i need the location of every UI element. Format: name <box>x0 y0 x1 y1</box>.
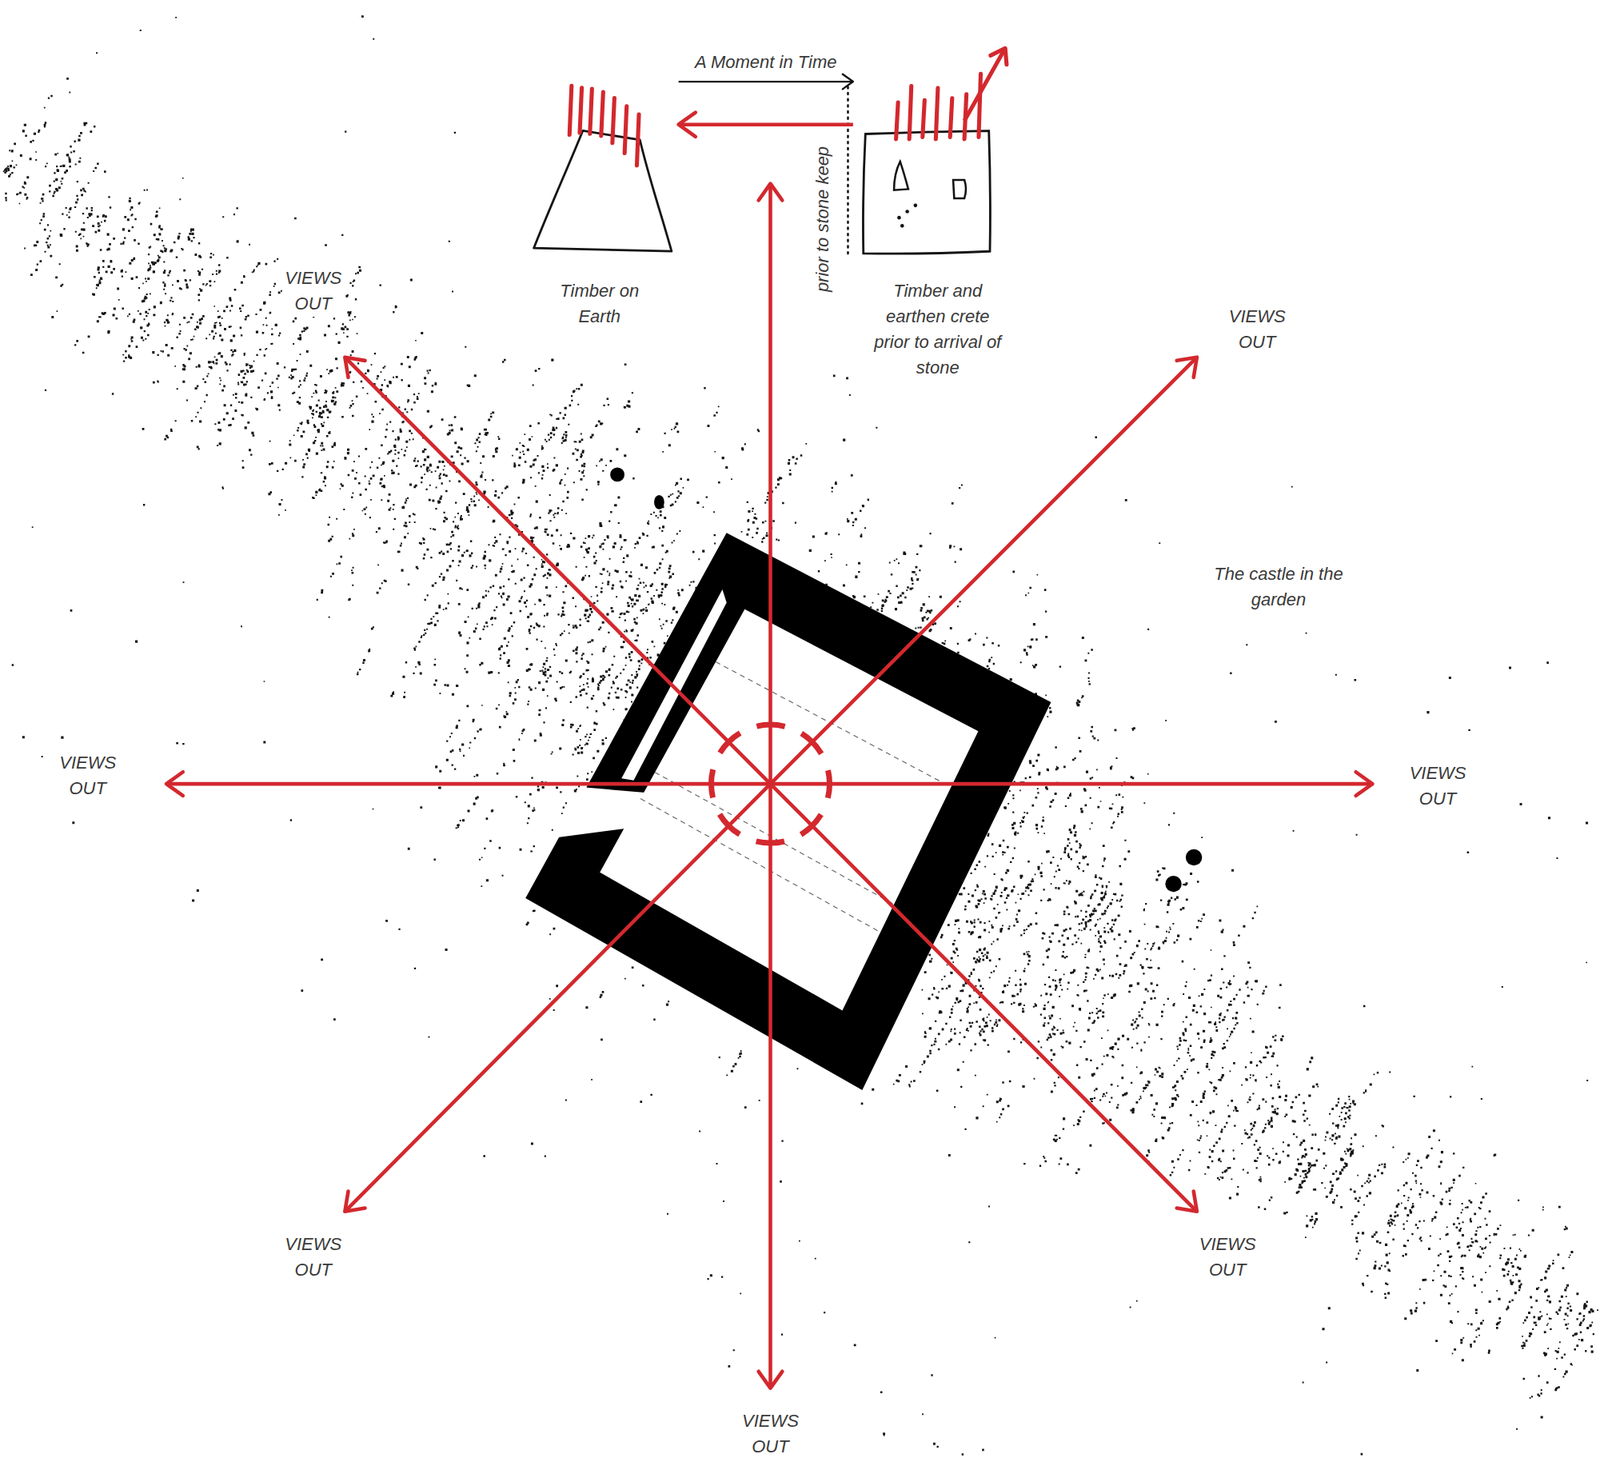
wall-opening <box>559 788 644 836</box>
connector <box>678 80 854 83</box>
hidden-line <box>715 662 951 788</box>
timber-post <box>922 99 926 137</box>
timber-post <box>964 93 967 139</box>
title-note: The castle in the garden <box>1196 561 1361 613</box>
point-cloud <box>3 15 1599 1455</box>
arrow-head <box>1177 357 1198 378</box>
label-anchor: VIEWS OUT <box>1407 760 1469 812</box>
post-hole <box>1165 875 1182 892</box>
view-label: VIEWS OUT <box>739 1408 802 1460</box>
timber-post <box>909 85 912 139</box>
opening-symbol <box>953 179 966 199</box>
arrow-head <box>678 112 696 137</box>
view-label: VIEWS OUT <box>282 265 344 317</box>
arrow-head <box>758 1371 783 1389</box>
mound-outline <box>533 130 671 252</box>
connector <box>678 122 854 127</box>
hidden-line <box>654 772 894 905</box>
connector-group <box>678 112 854 137</box>
timber-post <box>590 88 593 134</box>
view-arrow <box>768 783 773 1388</box>
view-arrow <box>770 783 1197 1212</box>
label-anchor: VIEWS OUT <box>282 1231 344 1283</box>
caption: Timber and earthen crete prior to arriva… <box>866 278 1010 381</box>
timber-post <box>949 98 953 137</box>
caption: Timber on Earth <box>551 278 648 330</box>
connector-group <box>678 74 854 90</box>
keep-outline <box>862 130 990 253</box>
sketch-node: Timber on Earth <box>520 73 679 337</box>
timber-post <box>895 102 898 140</box>
arrow-head <box>1356 771 1373 796</box>
label-anchor: VIEWS OUT <box>739 1408 802 1460</box>
timber-post <box>601 91 604 136</box>
post-hole <box>1185 849 1202 866</box>
arrow-head <box>758 183 783 201</box>
hidden-line <box>640 798 881 933</box>
sketch-dot <box>900 223 905 228</box>
label-anchor: VIEWS OUT <box>1197 1231 1259 1283</box>
view-arrow <box>166 782 771 787</box>
view-label: VIEWS OUT <box>282 1231 344 1283</box>
dotted-divider <box>846 86 850 256</box>
view-arrow <box>768 183 773 784</box>
timber-post <box>569 85 572 135</box>
sketch-dot <box>905 209 910 214</box>
arrow-head <box>344 357 365 378</box>
view-arrow <box>770 782 1373 787</box>
post-hole <box>610 466 625 482</box>
view-arrow <box>344 783 771 1212</box>
label-anchor: prior to stone keep <box>809 143 836 295</box>
timber-post <box>636 114 639 166</box>
edge-label: A Moment in Time <box>692 49 839 76</box>
timber-post <box>579 87 583 133</box>
view-label: VIEWS OUT <box>1226 303 1289 356</box>
label-anchor: VIEWS OUT <box>282 265 344 317</box>
arrow-head <box>1177 1191 1198 1212</box>
timber-post <box>612 98 615 144</box>
opening-symbol <box>893 161 909 191</box>
timber-post <box>624 106 627 154</box>
arrow-head <box>842 74 854 90</box>
view-label: VIEWS OUT <box>1407 760 1469 812</box>
vertical-note: prior to stone keep <box>809 143 836 295</box>
label-anchor: A Moment in Time <box>692 49 839 76</box>
sketch-dot <box>913 203 918 208</box>
label-anchor: The castle in the garden <box>1196 561 1361 613</box>
growth-arrow <box>964 47 1006 121</box>
view-arrow <box>770 357 1197 784</box>
view-label: VIEWS OUT <box>56 750 119 802</box>
sketch-node: Timber and earthen crete prior to arriva… <box>853 35 1023 388</box>
label-anchor: VIEWS OUT <box>1226 303 1289 356</box>
timber-post <box>935 87 938 140</box>
timber-post <box>978 73 982 137</box>
viewpoint-ring <box>710 724 830 843</box>
arrow-head <box>990 47 1007 64</box>
post-hole <box>654 494 665 510</box>
view-label: VIEWS OUT <box>1197 1231 1259 1283</box>
arrow-head <box>344 1191 365 1212</box>
sketch-dot <box>897 215 902 220</box>
view-arrow <box>344 357 771 784</box>
arrow-head <box>166 771 184 796</box>
label-anchor: VIEWS OUT <box>56 750 119 802</box>
